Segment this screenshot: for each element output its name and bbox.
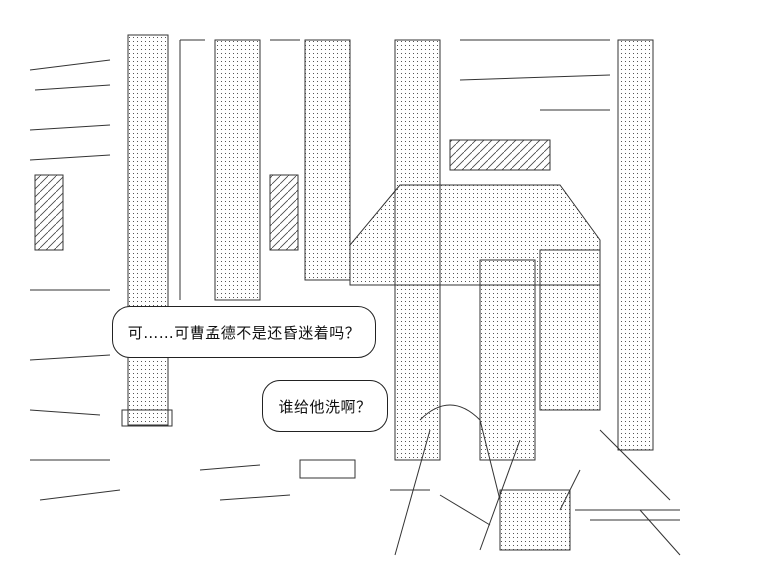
- dialogue-text: 可……可曹孟德不是还昏迷着吗？: [127, 323, 361, 342]
- speech-bubble: 谁给他洗啊？: [262, 380, 388, 432]
- dialogue-text: 谁给他洗啊？: [278, 397, 372, 416]
- speech-bubble: 可……可曹孟德不是还昏迷着吗？: [112, 306, 376, 358]
